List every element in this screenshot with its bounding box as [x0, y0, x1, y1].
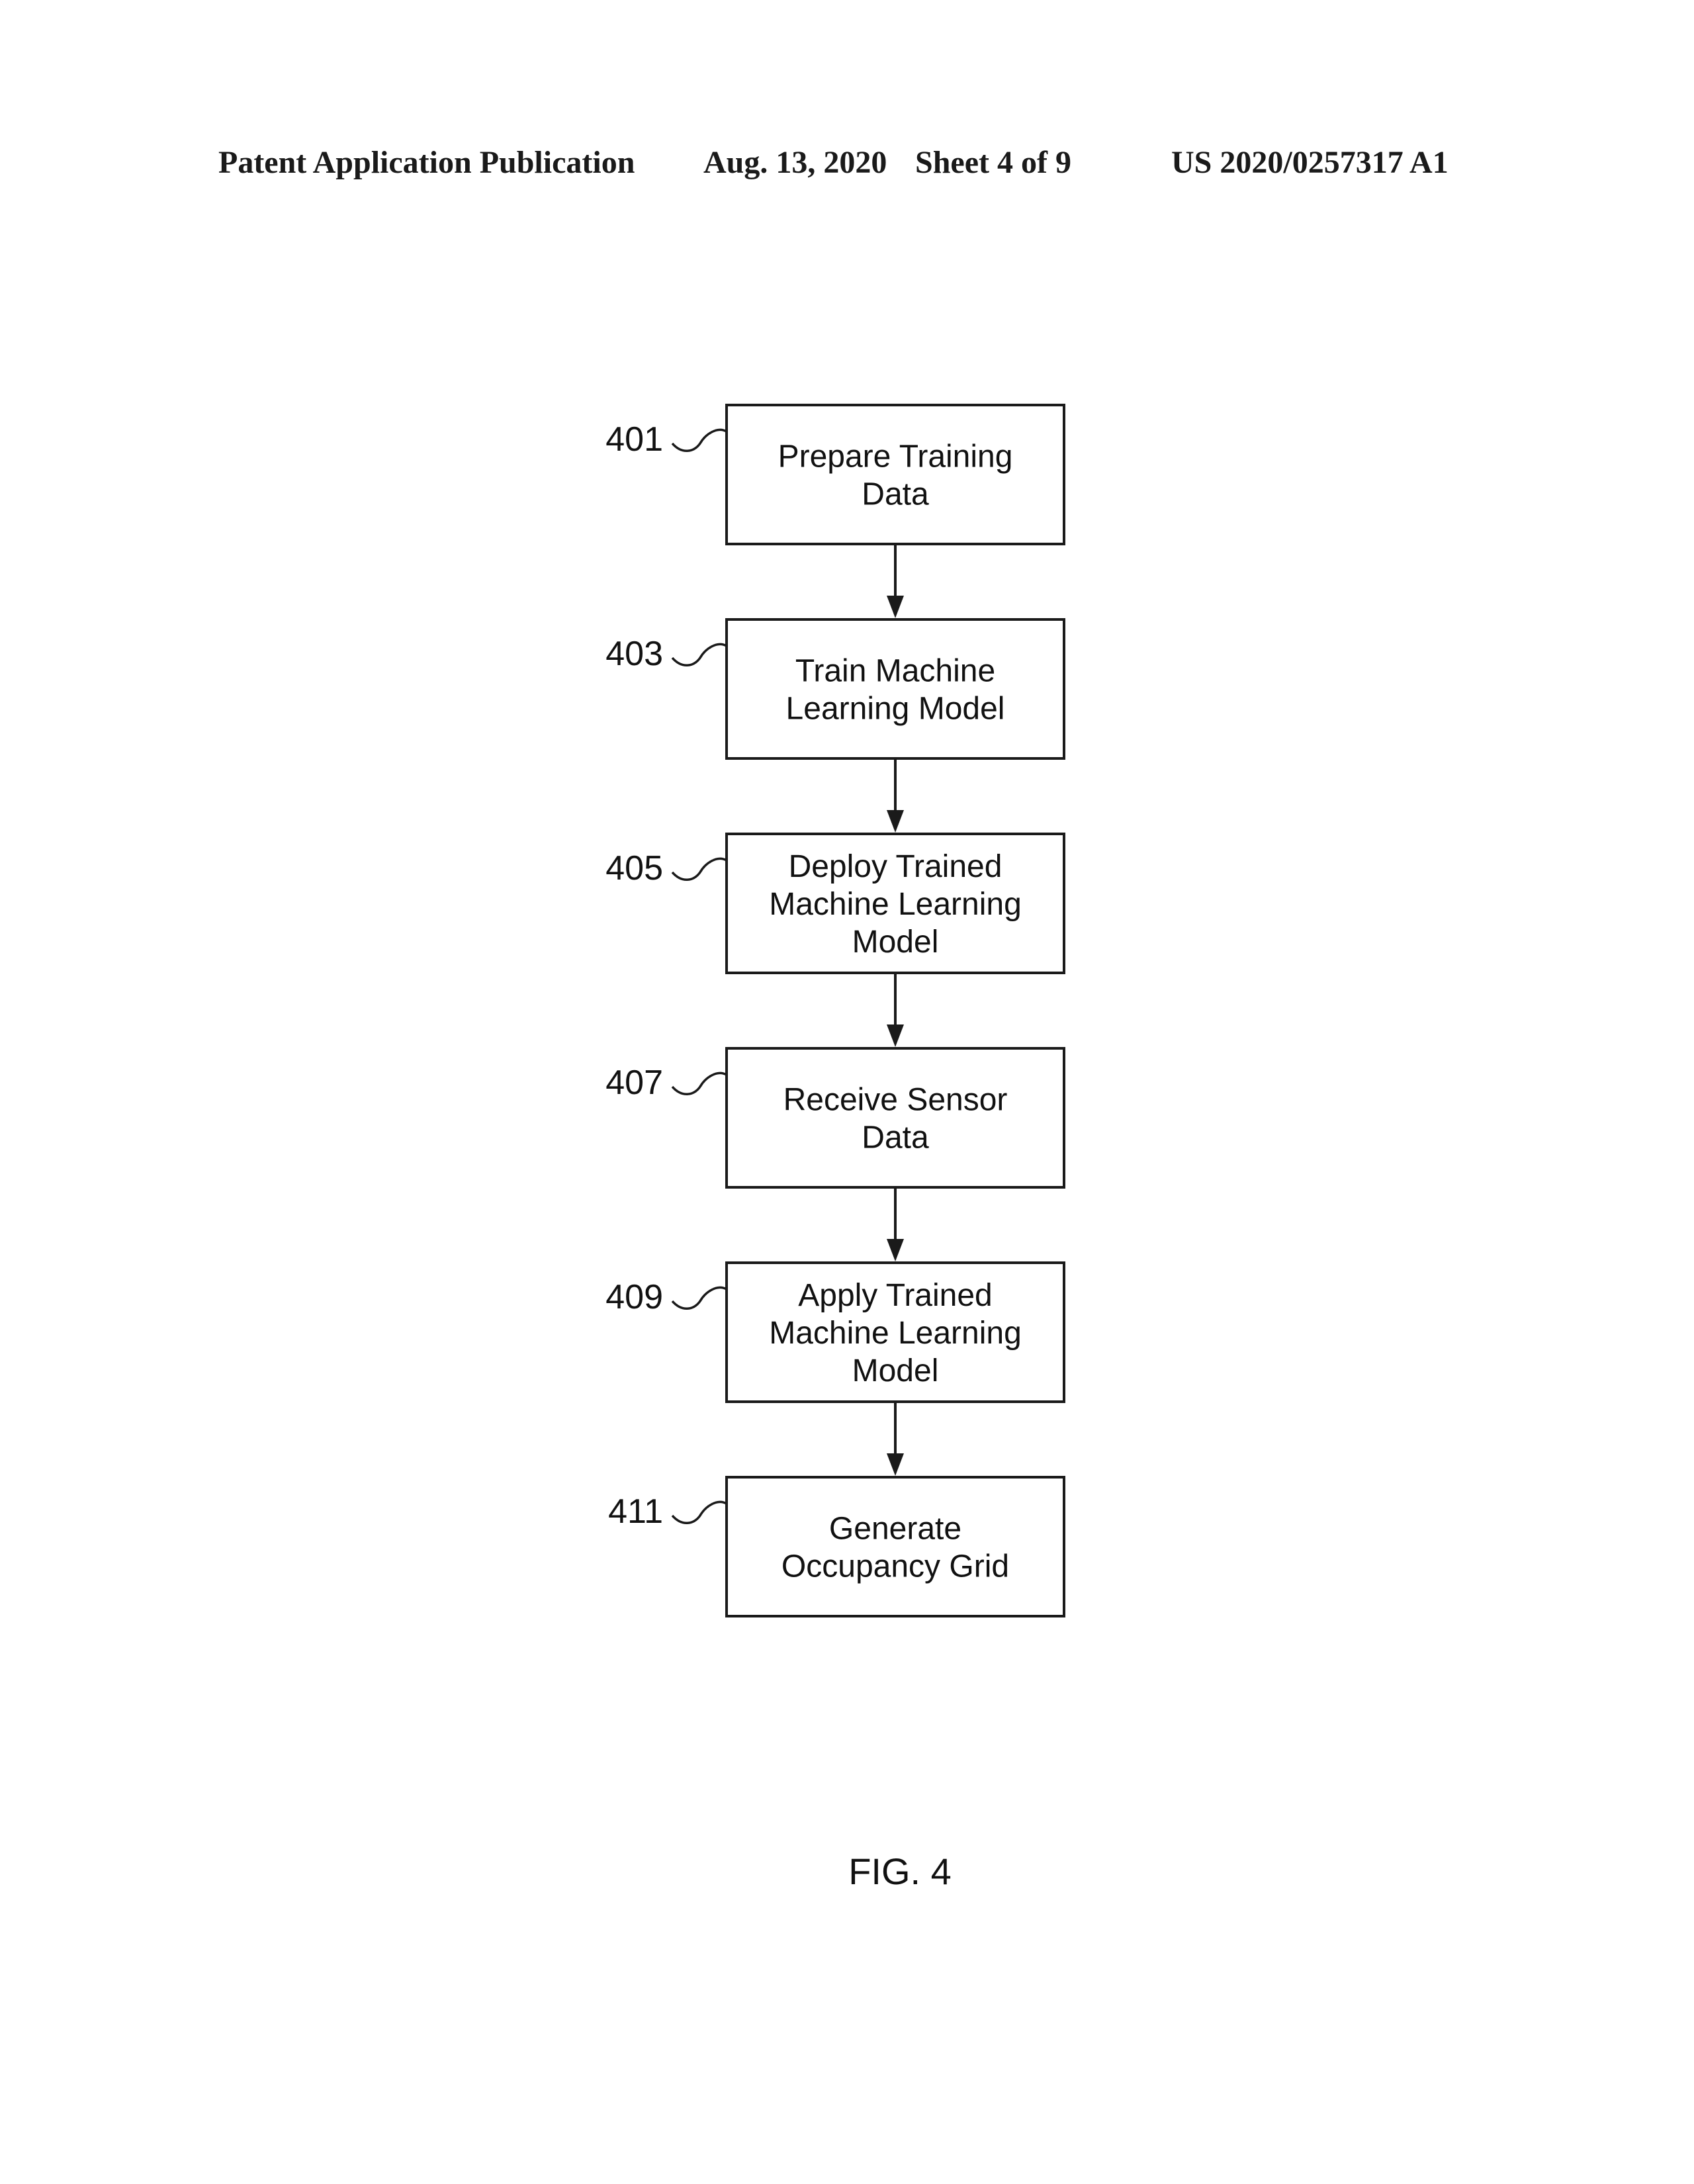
- arrow-head: [887, 596, 904, 618]
- step-box: [725, 404, 1065, 545]
- step-label-line: Machine Learning: [769, 1316, 1022, 1351]
- step-ref-number: 401: [605, 420, 663, 459]
- header-date: Aug. 13, 2020: [703, 145, 887, 180]
- arrow-head: [887, 1239, 904, 1261]
- step-box: [725, 1476, 1065, 1617]
- leader-squiggle: [671, 857, 727, 881]
- step-label-line: Deploy Trained: [789, 849, 1003, 884]
- step-label-line: Generate: [829, 1512, 961, 1547]
- leader-squiggle: [671, 1500, 727, 1524]
- step-label-line: Train Machine: [795, 654, 995, 689]
- header-patent-number: US 2020/0257317 A1: [1171, 145, 1449, 180]
- step-label-line: Data: [862, 477, 929, 512]
- leader-squiggle: [671, 1071, 727, 1095]
- step-box: [725, 1047, 1065, 1189]
- step-label-line: Occupancy Grid: [781, 1549, 1009, 1584]
- header-publication: Patent Application Publication: [218, 145, 635, 180]
- step-label-line: Model: [852, 925, 939, 960]
- step-box: [725, 1261, 1065, 1403]
- header-sheet: Sheet 4 of 9: [915, 145, 1071, 180]
- step-ref-number: 405: [605, 849, 663, 887]
- step-ref-number: 409: [605, 1278, 663, 1316]
- step-box: [725, 618, 1065, 760]
- step-ref-number: 411: [608, 1492, 663, 1531]
- step-ref-number: 407: [605, 1064, 663, 1102]
- leader-squiggle: [671, 643, 727, 666]
- step-label-line: Learning Model: [786, 692, 1005, 727]
- step-label-line: Apply Trained: [798, 1278, 993, 1313]
- leader-squiggle: [671, 1286, 727, 1310]
- step-box: [725, 833, 1065, 974]
- step-label-line: Model: [852, 1353, 939, 1388]
- step-label-line: Receive Sensor: [783, 1083, 1008, 1118]
- arrow-head: [887, 810, 904, 833]
- step-label-line: Prepare Training: [778, 439, 1013, 475]
- figure-label: FIG. 4: [848, 1850, 952, 1892]
- arrow-head: [887, 1453, 904, 1476]
- leader-squiggle: [671, 428, 727, 452]
- step-label-line: Data: [862, 1120, 929, 1156]
- arrow-head: [887, 1024, 904, 1047]
- step-ref-number: 403: [605, 635, 663, 673]
- step-label-line: Machine Learning: [769, 887, 1022, 922]
